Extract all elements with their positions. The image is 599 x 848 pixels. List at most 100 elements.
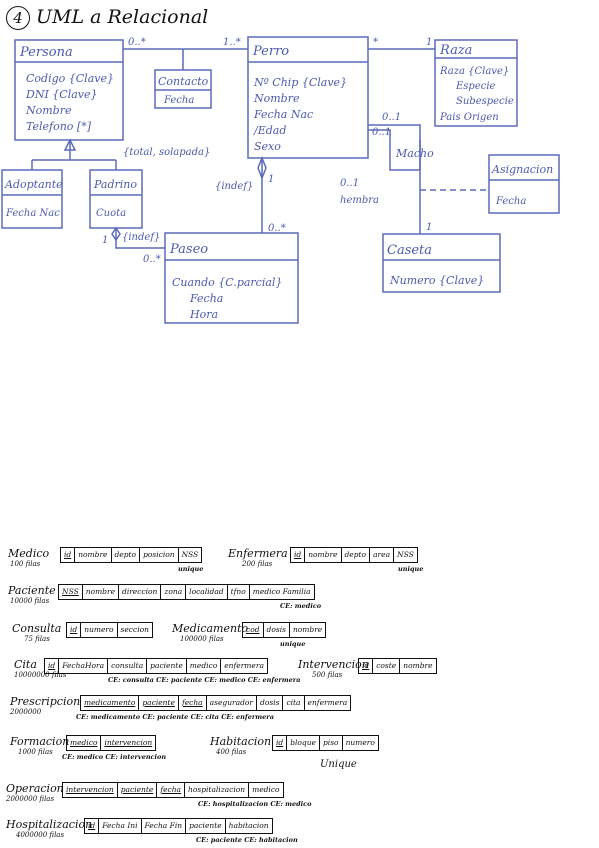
column-cell: intervencion [63,783,118,797]
multiplicity-label: 0..1 [372,127,391,138]
column-cell: dosis [264,623,290,637]
column-cell: dosis [257,696,284,710]
table-note: unique [280,640,306,648]
column-cell: tfno [228,585,250,599]
role-label: hembra [340,195,379,206]
class-padrino-name: Padrino [93,178,137,191]
class-perro-name: Perro [252,44,289,59]
multiplicity-label: * [373,37,378,48]
class-asignacion: Asignacion Fecha [488,154,560,214]
table-name: Cita [14,658,37,671]
uml-diagram: Persona Codigo {Clave} DNI {Clave} Nombr… [1,36,560,324]
table-rows: 4000000 filas [16,831,65,839]
column-cell: Fecha Ini [99,819,142,833]
page-title: 4 UML a Relacional [6,6,208,30]
column-cell: fecha [157,783,186,797]
persona-attr: Telefono [*] [26,120,92,133]
raza-attr: Raza {Clave} [439,66,509,77]
column-cell: posicion [140,548,179,562]
column-cell: fecha [179,696,207,710]
class-contacto: Contacto Fecha [154,69,212,109]
class-paseo: Paseo Cuando {C.parcial} Fecha Hora [164,232,299,324]
table-note: unique [178,565,204,573]
column-cell: paciente [118,783,158,797]
column-cell: medicamento [81,696,140,710]
column-cell: id [45,659,60,673]
title-text: UML a Relacional [36,6,209,28]
column-cell: id [61,548,76,562]
column-cell: hospitalizacion [185,783,250,797]
table-name: Enfermera [228,547,288,560]
table-rows: 2000000 filas [6,795,55,803]
contacto-attr: Fecha [163,95,194,106]
column-cell: paciente [139,696,179,710]
table-rows: 10000 filas [10,597,50,605]
title-number: 4 [6,6,30,30]
column-cell: nombre [75,548,112,562]
multiplicity-label: 1 [426,37,432,48]
column-cell: id [291,548,306,562]
column-cell: localidad [186,585,228,599]
class-adoptante-name: Adoptante [4,178,63,191]
column-cell: numero [81,623,118,637]
column-cell: nombre [292,625,323,634]
table-rows: 100000 filas [180,635,224,643]
column-cell: intervencion [104,738,153,747]
adoptante-attr: Fecha Nac [5,208,60,219]
column-cell: cita [283,696,305,710]
class-perro: Perro Nº Chip {Clave} Nombre Fecha Nac /… [247,36,369,159]
multiplicity-label: 0..* [143,254,161,265]
column-cell: numero [345,738,375,747]
table-rows: 2000000 [10,708,42,716]
table-note: CE: medico CE: intervencion [62,753,167,761]
column-cell: NSS [59,585,83,599]
table-rows: 75 filas [24,635,50,643]
persona-attr: Codigo {Clave} [26,72,114,85]
raza-attr: Especie [455,81,496,92]
multiplicity-label: 0..1 [382,112,401,123]
column-cell: coste [373,659,401,673]
table-name: Medico [8,547,50,560]
persona-attr: Nombre [25,104,72,117]
column-cell: medico [187,659,222,673]
table-name: Prescripcion [10,695,81,708]
column-cell: id [67,623,82,637]
class-adoptante: Adoptante Fecha Nac [1,169,63,229]
table-note: CE: medicamento CE: paciente CE: cita CE… [76,713,274,721]
class-caseta-name: Caseta [387,243,432,258]
table-rows: 1000 filas [18,748,53,756]
column-cell: asegurador [207,696,258,710]
class-contacto-name: Contacto [158,75,209,88]
table-rows: 500 filas [312,671,343,679]
constraint-label: {indef} [122,232,160,243]
multiplicity-label: 1 [268,174,274,185]
column-cell: zona [161,585,187,599]
column-cell: medico [252,785,280,794]
class-padrino: Padrino Cuota [89,169,143,229]
table-rows: 100 filas [10,560,41,568]
column-cell: piso [320,736,343,750]
column-cell: medico [67,736,102,750]
column-cell: enfermera [224,661,264,670]
paseo-attr: Cuando {C.parcial} [172,276,282,289]
column-cell: nombre [83,585,120,599]
table-name: Operacion [6,782,64,795]
class-paseo-name: Paseo [169,242,208,257]
multiplicity-label: 1 [426,222,432,233]
column-cell: FechaHora [59,659,109,673]
table-name: Paciente [8,584,56,597]
class-persona-name: Persona [19,45,73,60]
column-cell: enfermera [307,698,348,707]
column-cell: id [85,819,100,833]
caseta-attr: Numero {Clave} [389,274,484,287]
class-persona: Persona Codigo {Clave} DNI {Clave} Nombr… [14,39,124,141]
column-cell: paciente [147,659,187,673]
perro-attr: /Edad [253,124,286,137]
